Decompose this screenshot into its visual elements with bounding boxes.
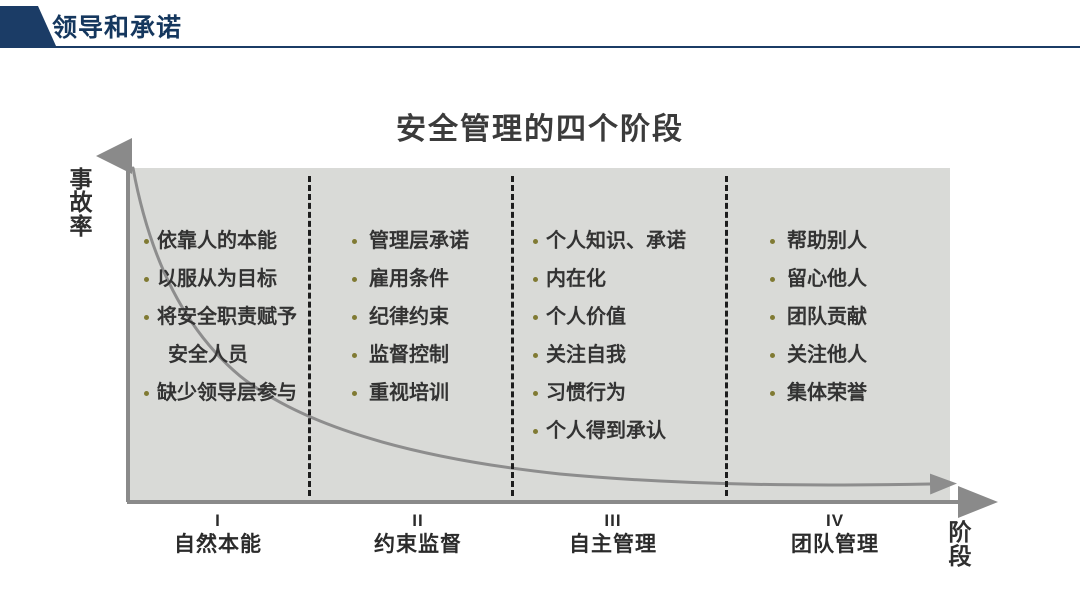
stage-roman: I [215,511,221,530]
stage-roman: II [412,511,424,530]
list-item: 内在化 [531,260,686,298]
x-axis-label-char-1: 阶 [948,519,972,545]
x-axis-label-char-2: 段 [948,543,972,570]
header-divider [0,46,1080,48]
stage-column-3: 个人知识、承诺 内在化 个人价值 关注自我 习惯行为 个人得到承认 [531,222,686,450]
list-item: 个人得到承认 [531,412,686,450]
list-item: 将安全职责赋予 [142,298,297,336]
stage-column-4: 帮助别人 留心他人 团队贡献 关注他人 集体荣誉 [766,222,867,412]
stage-divider-3 [725,176,728,496]
page-header: 领导和承诺 [0,0,1080,56]
stage-label-3: III 自主管理 [513,510,713,558]
list-item: 个人知识、承诺 [531,222,686,260]
list-item: 关注他人 [766,336,867,374]
stage-label-4: IV 团队管理 [735,510,935,558]
list-item: 习惯行为 [531,374,686,412]
list-item: 关注自我 [531,336,686,374]
list-item: 个人价值 [531,298,686,336]
list-item: 安全人员 [168,344,248,366]
list-item: 帮助别人 [766,222,867,260]
stage-column-1: 依靠人的本能 以服从为目标 将安全职责赋予 安全人员 缺少领导层参与 [142,222,297,412]
list-item: 团队贡献 [766,298,867,336]
stage-label-2: II 约束监督 [318,510,518,558]
y-axis-label-char-3: 率 [69,212,93,239]
list-item: 重视培训 [348,374,469,412]
stage-roman: IV [825,511,845,530]
stage-roman: III [604,511,622,530]
stage-divider-1 [308,176,311,496]
stage-name: 自然本能 [174,533,262,556]
stage-divider-2 [511,176,514,496]
y-axis-label-char-1: 事 [69,166,93,192]
y-axis-label-char-2: 故 [69,189,93,216]
x-axis-label: 阶 段 [940,520,980,568]
stage-name: 约束监督 [374,533,462,556]
page-title: 领导和承诺 [52,14,183,42]
list-item: 管理层承诺 [348,222,469,260]
navy-parallelogram-icon [0,6,56,46]
stage-column-2: 管理层承诺 雇用条件 纪律约束 监督控制 重视培训 [348,222,469,412]
list-item: 以服从为目标 [142,260,297,298]
stage-name: 团队管理 [791,533,879,556]
y-axis-label: 事 故 率 [66,166,96,239]
stage-name: 自主管理 [569,533,657,556]
list-item: 缺少领导层参与 [142,374,297,412]
list-item: 依靠人的本能 [142,222,297,260]
list-item: 监督控制 [348,336,469,374]
chart-title: 安全管理的四个阶段 [396,113,684,146]
list-item: 集体荣誉 [766,374,867,412]
list-item: 留心他人 [766,260,867,298]
stage-label-1: I 自然本能 [118,510,318,558]
list-item: 雇用条件 [348,260,469,298]
list-item: 纪律约束 [348,298,469,336]
